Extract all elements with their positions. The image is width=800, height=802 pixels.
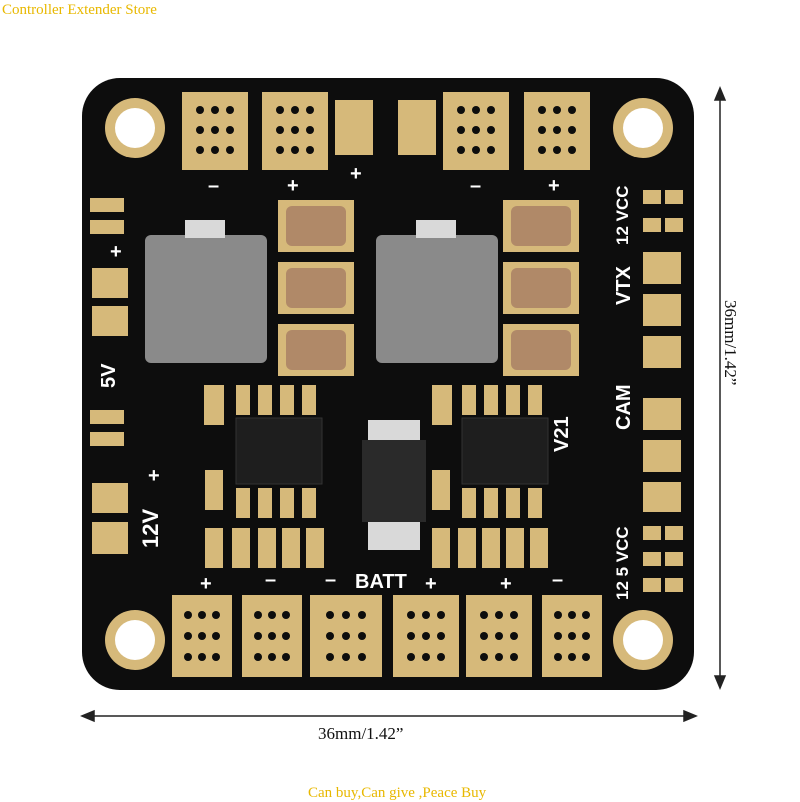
polarity-plus: + [350,163,362,185]
solder-pad [665,190,683,204]
width-dimension-arrow [80,709,698,723]
solder-pad [643,398,681,430]
top-pads [182,92,590,170]
diode [362,420,426,550]
polarity-plus: + [200,573,212,595]
polarity-plus: + [110,241,122,263]
polarity-minus: – [265,569,276,591]
bottom-pads [172,595,602,677]
solder-pad [643,526,661,540]
solder-pad [643,336,681,368]
solder-pad [643,578,661,592]
polarity-plus: + [425,573,437,595]
smd-components [90,198,548,568]
solder-pad [665,218,683,232]
height-dimension-label: 36mm/1.42” [721,300,740,386]
solder-pad [643,218,661,232]
solder-pad [92,483,128,513]
solder-pad [643,482,681,512]
solder-pad [92,522,128,554]
polarity-plus: + [548,175,560,197]
label-version: V21 [551,416,573,452]
label-vtx: VTX [613,265,635,305]
ic-chip [235,417,323,485]
inductor [145,235,267,363]
diode-body [362,440,426,522]
label-12-5-vcc: 12 5 VCC [613,526,632,600]
solder-pad [92,306,128,336]
inductor [376,235,498,363]
solder-pad [665,578,683,592]
polarity-plus: + [148,465,160,487]
watermark-top: Controller Extender Store [2,2,157,18]
label-12-vcc: 12 VCC [613,185,632,245]
polarity-plus: + [500,573,512,595]
solder-pad [665,552,683,566]
inductors [145,220,498,363]
width-dimension-label: 36mm/1.42” [318,724,404,743]
polarity-minus: – [470,175,481,197]
right-pads [643,190,683,592]
polarity-minus: – [208,175,219,197]
label-cam: CAM [613,384,635,430]
solder-pad [398,100,436,155]
solder-pad [643,190,661,204]
solder-pad [643,552,661,566]
polarity-plus: + [287,175,299,197]
label-batt: BATT [355,571,407,593]
solder-pad [335,100,373,155]
polarity-minus: – [552,569,563,591]
capacitors [278,200,579,376]
solder-pad [665,526,683,540]
solder-pad [643,252,681,284]
ic-chip [461,417,549,485]
watermark-bottom: Can buy,Can give ,Peace Buy [308,785,487,801]
solder-pad [643,294,681,326]
label-5v: 5V [98,363,120,388]
solder-pad [92,268,128,298]
height-dimension-arrow [713,86,727,690]
regulator-chips [235,385,549,518]
left-pads [92,268,128,554]
solder-pad [643,440,681,472]
label-12v: 12V [138,509,163,548]
polarity-minus: – [325,569,336,591]
